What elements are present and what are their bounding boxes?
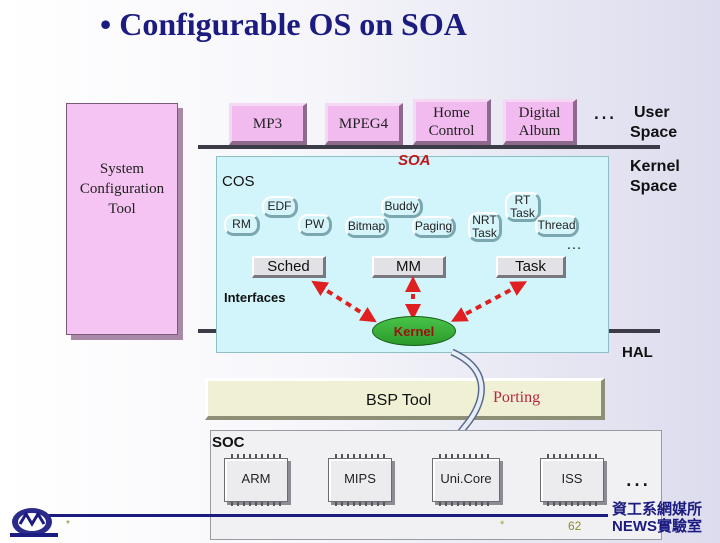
- app-mpeg4: MPEG4: [325, 103, 403, 145]
- chip-rt-task: RT Task: [505, 192, 541, 222]
- footer-note: *: [500, 519, 505, 531]
- mm-box: MM: [372, 256, 446, 278]
- sched-box: Sched: [252, 256, 326, 278]
- processor-iss-label: ISS: [561, 471, 583, 486]
- cos-label: COS: [222, 173, 255, 190]
- footer-page-number: 62: [568, 519, 582, 533]
- user-space-label: User Space: [630, 103, 677, 143]
- soa-label: SOA: [398, 152, 431, 169]
- chip-paging: Paging: [412, 216, 456, 238]
- chip-rm: RM: [224, 214, 260, 236]
- chip-edf: EDF: [262, 196, 298, 218]
- kernel-space-label: Kernel Space: [630, 157, 680, 197]
- footer-left-note: *: [66, 519, 70, 530]
- slide-title: • Configurable OS on SOA: [100, 6, 467, 42]
- processor-iss: ISS: [540, 454, 604, 506]
- soc-ellipsis: …: [624, 462, 650, 492]
- app-home-control: Home Control: [413, 99, 491, 145]
- processor-arm: ARM: [224, 454, 288, 506]
- interfaces-label: Interfaces: [224, 290, 286, 305]
- app-mp3: MP3: [229, 103, 307, 145]
- app-digital-album: Digital Album: [503, 99, 577, 145]
- bsp-tool-label: BSP Tool: [366, 392, 432, 409]
- kernel-space-label-line2: Space: [630, 178, 678, 195]
- kernel-space-label-line1: Kernel: [630, 158, 680, 175]
- logo-icon: [4, 500, 62, 538]
- system-configuration-tool-label: System Configuration Tool: [79, 161, 165, 217]
- chip-thread: Thread: [535, 215, 579, 237]
- processor-unicore: Uni.Core: [432, 454, 500, 506]
- soc-label: SOC: [212, 434, 245, 451]
- processor-arm-label: ARM: [241, 471, 271, 486]
- kernel-node: Kernel: [372, 316, 456, 346]
- chip-buddy: Buddy: [381, 196, 423, 218]
- user-space-label-line1: User: [634, 104, 670, 121]
- system-configuration-tool: System Configuration Tool: [66, 103, 178, 335]
- processor-unicore-label: Uni.Core: [440, 471, 492, 486]
- organization-name-line1: 資工系網媒所: [612, 501, 703, 518]
- chip-bitmap: Bitmap: [345, 216, 389, 238]
- user-space-ellipsis: …: [592, 98, 616, 125]
- user-space-label-line2: Space: [630, 124, 678, 141]
- organization-name: 資工系網媒所 NEWS實驗室: [612, 501, 702, 535]
- user-kernel-divider: [198, 145, 660, 149]
- hal-label: HAL: [622, 344, 653, 361]
- processor-mips: MIPS: [328, 454, 392, 506]
- footer-bar: [48, 514, 608, 517]
- bsp-tool-box: [205, 378, 605, 420]
- chip-pw: PW: [298, 214, 332, 236]
- organization-name-line2: NEWS實驗室: [612, 518, 703, 535]
- porting-label: Porting: [493, 389, 541, 406]
- processor-mips-label: MIPS: [344, 471, 376, 486]
- chip-nrt-task: NRT Task: [468, 212, 502, 242]
- task-box: Task: [496, 256, 566, 278]
- kernel-space-ellipsis: …: [566, 236, 582, 253]
